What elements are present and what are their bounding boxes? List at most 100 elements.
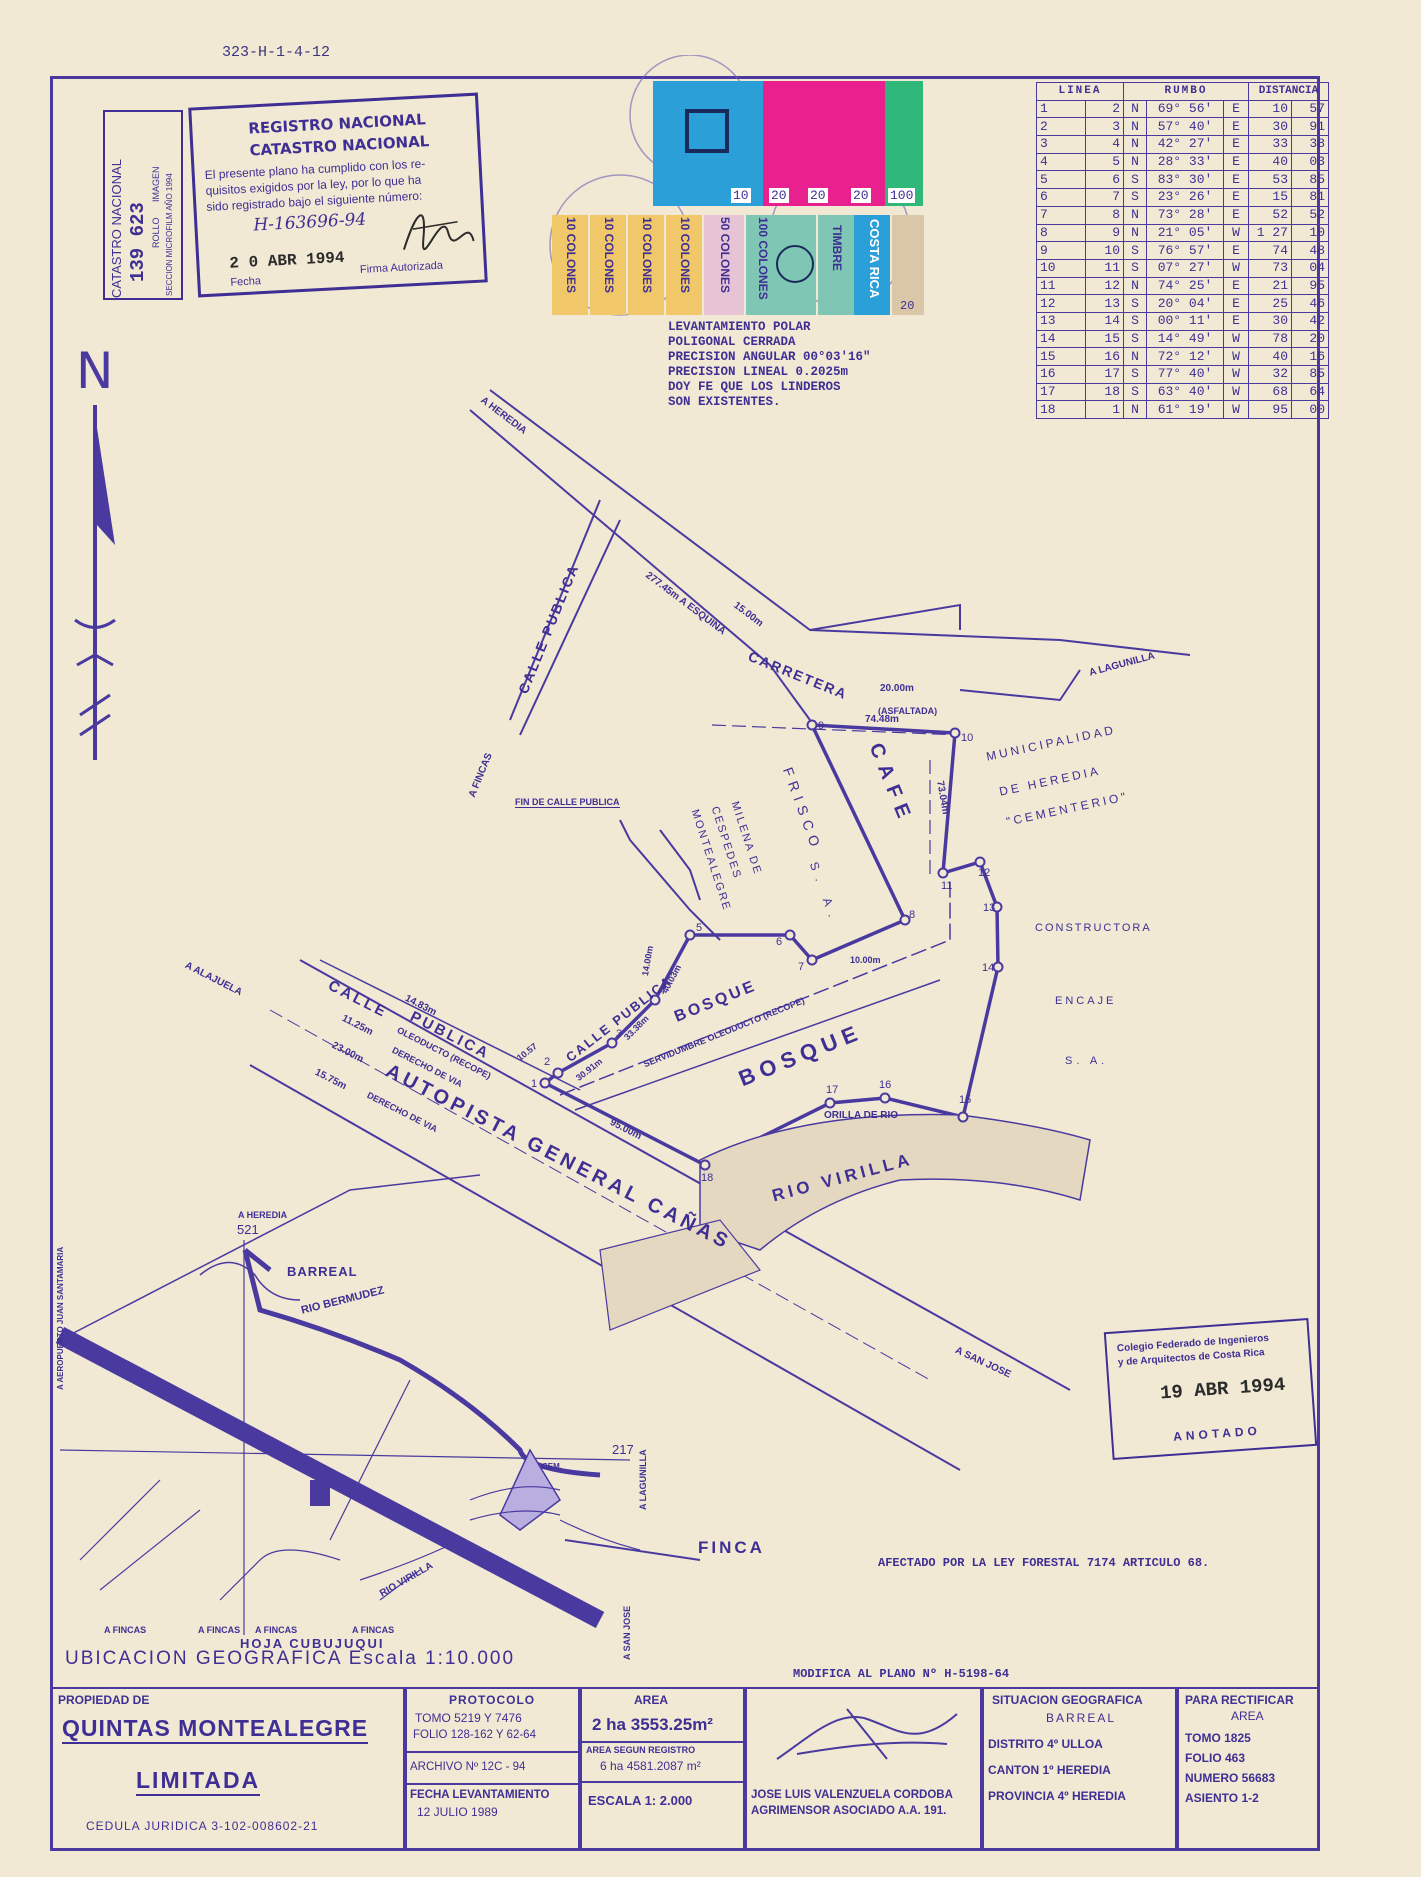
stamp-10-colones-4: 10 COLONES <box>666 215 702 315</box>
vertex-label: 14 <box>982 962 994 974</box>
stamp-magenta-3: 20 <box>845 81 885 206</box>
table-cell: 14 <box>1084 311 1125 331</box>
rectificar-asiento: ASIENTO 1-2 <box>1185 1791 1259 1805</box>
calle-publica-west <box>509 499 601 721</box>
table-cell: 12 <box>1084 276 1125 296</box>
vertex-marker <box>824 1097 836 1109</box>
location-map-title: UBICACION GEOGRAFICA Escala 1:10.000 <box>65 1648 516 1669</box>
vertex-label: 15 <box>959 1094 971 1106</box>
loc-a-fincas-2: A FINCAS <box>198 1625 241 1635</box>
label-orilla: ORILLA DE RIO <box>824 1110 899 1121</box>
catastro-side-stamp: CATASTRO NACIONAL 139 623 ROLLO IMAGEN S… <box>103 110 183 300</box>
vertex-label: 13 <box>983 902 995 914</box>
stamp-value: 100 <box>888 188 916 203</box>
vertex-marker <box>806 954 818 966</box>
table-cell: 1 <box>1084 400 1125 420</box>
carretera-edge-south <box>469 409 811 721</box>
table-cell: 32 <box>1248 365 1292 384</box>
title-block-rectificar: PARA RECTIFICAR AREA TOMO 1825 FOLIO 463… <box>1177 1687 1320 1851</box>
situacion-canton: CANTON 1º HEREDIA <box>988 1763 1111 1777</box>
vertex-label: 12 <box>978 867 990 879</box>
title-block-owner: PROPIEDAD DE QUINTAS MONTEALEGRE LIMITAD… <box>50 1687 405 1851</box>
modifica-note: MODIFICA AL PLANO Nº H-5198-64 <box>793 1667 1010 1681</box>
table-cell: N <box>1123 400 1147 420</box>
loc-a-heredia: A HEREDIA <box>238 1210 288 1220</box>
north-label: N <box>76 342 114 400</box>
label-constructora: CONSTRUCTORA <box>1035 922 1152 934</box>
loc-aeropuerto: A AEROPUERTO JUAN SANTAMARIA <box>56 1246 65 1390</box>
vertex-marker <box>699 1159 711 1171</box>
owner-name-1: QUINTAS MONTEALEGRE <box>62 1715 369 1744</box>
stamp-value: 20 <box>808 188 828 203</box>
vertex-marker <box>949 727 961 739</box>
area-label: AREA <box>634 1693 669 1707</box>
stamp-10-colones-3: 10 COLONES <box>628 215 664 315</box>
table-cell: 76° 57' <box>1146 241 1224 260</box>
table-cell: 73° 28' <box>1146 205 1224 225</box>
ley-forestal-note: AFECTADO POR LA LEY FORESTAL 7174 ARTICU… <box>878 1556 1210 1570</box>
loc-hoja: HOJA CUBUJUQUI <box>240 1636 385 1651</box>
survey-note: PRECISION ANGULAR 00°03'16" <box>668 350 871 364</box>
vertex-label: 11 <box>941 880 952 892</box>
vertex-marker <box>649 994 661 1006</box>
stamp-50-colones: 50 COLONES <box>704 215 744 315</box>
table-cell: 78 <box>1248 329 1292 349</box>
title-block-surveyor: JOSE LUIS VALENZUELA CORDOBA AGRIMENSOR … <box>745 1687 982 1851</box>
survey-note: LEVANTAMIENTO POLAR <box>668 320 811 334</box>
loc-a-san-jose: A SAN JOSE <box>622 1605 632 1660</box>
rectificar-numero: NUMERO 56683 <box>1185 1771 1276 1785</box>
vertex-marker <box>806 719 818 731</box>
loc-217: 217 <box>612 1442 634 1457</box>
rio-bermudez-road <box>242 1249 601 1478</box>
label-fin-calle: FIN DE CALLE PUBLICA <box>515 797 620 808</box>
table-cell: 21° 05' <box>1146 223 1224 243</box>
loc-a-fincas-4: A FINCAS <box>352 1625 395 1635</box>
vertex-marker <box>539 1077 551 1089</box>
surveyor-title: AGRIMENSOR ASOCIADO A.A. 191. <box>751 1805 947 1817</box>
colegio-anotado: ANOTADO <box>1172 1423 1262 1444</box>
table-cell: 21 <box>1248 276 1292 296</box>
situacion-provincia: PROVINCIA 4º HEREDIA <box>988 1789 1126 1803</box>
situacion-distrito: DISTRITO 4º ULLOA <box>988 1737 1103 1751</box>
header-rumbo: RUMBO <box>1123 82 1249 101</box>
stamp-emblem-icon <box>685 109 729 153</box>
protocolo-tomo: TOMO 5219 Y 7476 <box>415 1711 522 1725</box>
stamp-magenta-1: 20 <box>763 81 800 206</box>
header-distancia: DISTANCIA <box>1248 82 1329 101</box>
vertex-marker <box>899 914 911 926</box>
escala: ESCALA 1: 2.000 <box>588 1793 693 1808</box>
table-cell: 61° 19' <box>1146 400 1224 420</box>
label-d7448: 74.48m <box>865 714 899 725</box>
stamp-10-colones-2: 10 COLONES <box>590 215 626 315</box>
vertex-label: 10 <box>961 732 973 744</box>
vertex-marker <box>992 961 1004 973</box>
calle-publica-east <box>519 519 621 736</box>
location-map <box>55 1174 701 1635</box>
title-block-situacion: SITUACION GEOGRAFICA BARREAL DISTRITO 4º… <box>982 1687 1177 1851</box>
stamp-10-colones-1: 10 COLONES <box>552 215 588 315</box>
loc-a-fincas-3: A FINCAS <box>255 1625 298 1635</box>
vertex-label: 4 <box>659 985 665 997</box>
table-cell: 48 <box>1291 241 1329 260</box>
survey-notes: LEVANTAMIENTO POLAR POLIGONAL CERRADA PR… <box>668 320 871 410</box>
stamp-value: 20 <box>851 188 871 203</box>
table-cell: 20 <box>1291 329 1329 349</box>
rectificar-label: PARA RECTIFICAR <box>1185 1693 1294 1707</box>
vertex-label: 6 <box>776 936 782 948</box>
rectificar-tomo: TOMO 1825 <box>1185 1731 1251 1745</box>
cedula-juridica: CEDULA JURIDICA 3-102-008602-21 <box>86 1819 319 1833</box>
vertex-marker <box>784 929 796 941</box>
vertex-label: 17 <box>826 1084 838 1096</box>
owner-name-2: LIMITADA <box>136 1767 261 1796</box>
vertex-label: 1 <box>531 1078 537 1090</box>
